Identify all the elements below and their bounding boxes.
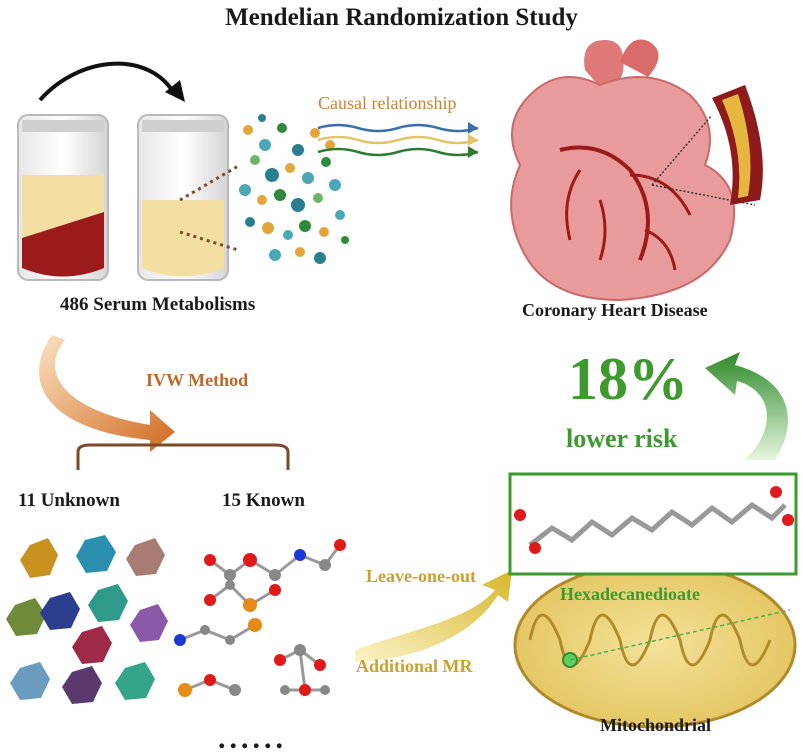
transfer-arrow — [38, 61, 185, 102]
hexadecanedioate-structure — [508, 472, 798, 576]
unknown-metabolites — [6, 535, 168, 704]
lower-risk-label: lower risk — [566, 424, 678, 453]
mitochondrial-label: Mitochondrial — [600, 715, 711, 735]
heart-icon — [510, 39, 736, 302]
diagram-title: Mendelian Randomization Study — [225, 4, 578, 31]
additional-mr-label: Additional MR — [356, 656, 473, 676]
test-tube-icon — [17, 114, 109, 281]
unknown-count-label: 11 Unknown — [18, 490, 120, 511]
ivw-method-label: IVW Method — [146, 370, 249, 390]
causal-relationship-label: Causal relationship — [318, 93, 457, 113]
known-count-label: 15 Known — [222, 490, 305, 511]
coronary-heart-disease-label: Coronary Heart Disease — [522, 300, 708, 320]
risk-percent-label: 18% — [568, 346, 688, 412]
causal-arrows — [317, 122, 479, 158]
ellipsis-label: ...... — [218, 722, 287, 755]
hexadecanedioate-label: Hexadecanedioate — [560, 584, 700, 604]
serum-metabolisms-label: 486 Serum Metabolisms — [60, 294, 256, 315]
metabolite-particles — [239, 114, 349, 264]
artery-icon — [651, 85, 763, 206]
leave-one-out-label: Leave-one-out — [366, 566, 476, 586]
risk-arrow — [705, 352, 788, 460]
sensitivity-arrow — [355, 570, 512, 662]
molecule-atoms — [174, 539, 346, 697]
ivw-arrow — [38, 335, 176, 452]
test-tube-icon — [137, 114, 229, 281]
group-bracket — [76, 443, 290, 470]
